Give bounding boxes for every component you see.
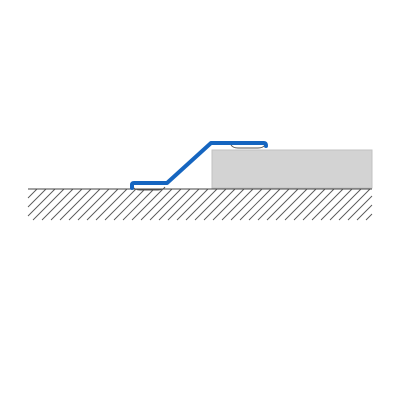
hatch-line [230, 188, 263, 221]
hatch-line [32, 188, 65, 221]
upper-flange-detail [230, 144, 266, 149]
floor-hatch-lines [27, 188, 373, 221]
hatch-line [113, 188, 146, 221]
hatch-line [248, 188, 281, 221]
hatch-line [122, 188, 155, 221]
hatch-line [212, 188, 245, 221]
hatch-line [302, 188, 335, 221]
hatch-line [158, 188, 191, 221]
hatch-line [50, 188, 83, 221]
lower-foot-detail [132, 186, 166, 191]
hatch-line [27, 188, 56, 217]
floor-covering-block [211, 149, 373, 189]
hatch-line [293, 188, 326, 221]
hatch-line [311, 188, 344, 221]
hatch-line [239, 188, 272, 221]
hatch-line [27, 188, 38, 199]
hatch-line [167, 188, 200, 221]
hatch-line [203, 188, 236, 221]
hatch-line [284, 188, 317, 221]
hatch-line [86, 188, 119, 221]
transition-profile-line [130, 141, 268, 190]
hatch-line [257, 188, 290, 221]
hatch-line [176, 188, 209, 221]
hatch-line [77, 188, 110, 221]
hatch-line [104, 188, 137, 221]
hatch-line [41, 188, 74, 221]
hatch-line [194, 188, 227, 221]
hatch-line [27, 188, 47, 208]
hatch-line [95, 188, 128, 221]
hatch-line [338, 188, 371, 221]
hatch-line [221, 188, 254, 221]
hatch-line [140, 188, 173, 221]
hatch-line [131, 188, 164, 221]
floor-section [27, 188, 373, 221]
hatch-line [329, 188, 362, 221]
hatch-line [266, 188, 299, 221]
hatch-line [365, 213, 373, 221]
hatch-line [320, 188, 353, 221]
hatch-line [59, 188, 92, 221]
hatch-line [68, 188, 101, 221]
hatch-line [347, 195, 373, 221]
hatch-line [356, 204, 373, 221]
hatch-line [185, 188, 218, 221]
hatch-line [275, 188, 308, 221]
hatch-line [149, 188, 182, 221]
